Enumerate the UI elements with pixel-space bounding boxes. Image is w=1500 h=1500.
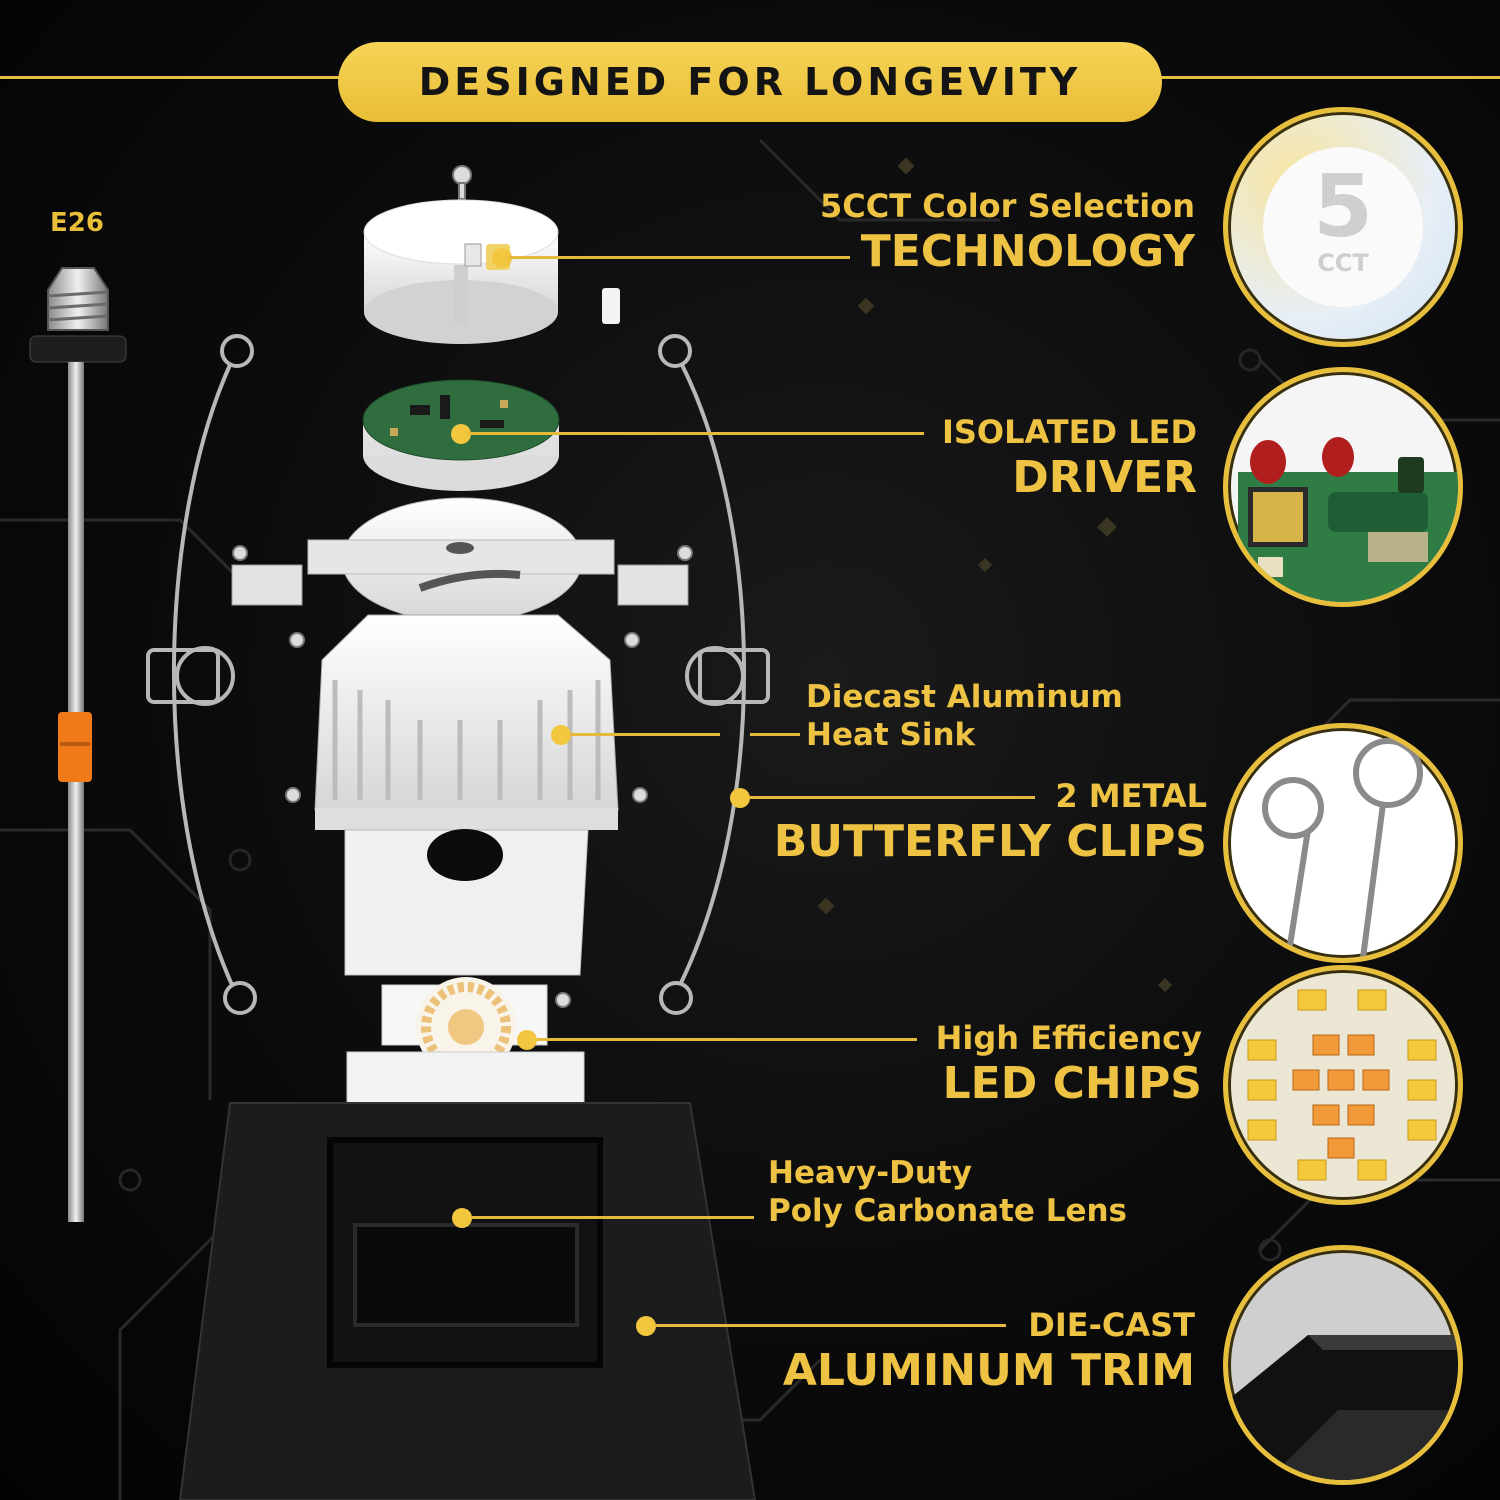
driver-housing: [363, 199, 620, 344]
callout-technology: 5CCT Color Selection TECHNOLOGY: [700, 186, 1195, 278]
mounting-plate: [231, 497, 689, 623]
callout-clips-small: 2 METAL: [1055, 777, 1207, 815]
reflector-housing: [344, 829, 589, 976]
callout-line-heat-sink: [570, 733, 720, 736]
callout-lens-big: Poly Carbonate Lens: [768, 1193, 1128, 1229]
callout-driver-small: ISOLATED LED: [941, 413, 1197, 451]
callout-led-chips-small: High Efficiency: [935, 1019, 1202, 1057]
cct-unit: CCT: [1317, 249, 1369, 277]
led-chips-detail-circle: [1223, 965, 1463, 1205]
callout-led-chips-big: LED CHIPS: [942, 1058, 1202, 1109]
callout-dot-driver: [451, 424, 471, 444]
callout-technology-big: TECHNOLOGY: [860, 226, 1195, 277]
callout-lens: Heavy-Duty Poly Carbonate Lens: [768, 1154, 1168, 1230]
callout-line-lens: [472, 1216, 754, 1219]
heat-sink: [314, 614, 619, 830]
callout-heat-sink-small: Diecast Aluminum: [806, 679, 1123, 715]
callout-line-clips: [750, 796, 1035, 799]
butterfly-clips-illustration: [146, 334, 770, 1015]
callout-technology-small: 5CCT Color Selection: [820, 187, 1195, 225]
callout-dot-lens: [452, 1208, 472, 1228]
led-driver-board-icon: [362, 379, 560, 491]
aluminum-trim: [178, 1102, 757, 1500]
callout-dot-trim: [636, 1316, 656, 1336]
callout-dot-technology: [492, 248, 512, 268]
banner-line-left: [0, 76, 345, 79]
callout-trim-small: DIE-CAST: [1028, 1306, 1195, 1344]
callout-line-driver: [468, 432, 924, 435]
callout-trim: DIE-CAST ALUMINUM TRIM: [700, 1305, 1195, 1397]
led-driver-board-icon: [1238, 437, 1458, 602]
callout-dot-led-chips: [517, 1030, 537, 1050]
callout-driver: ISOLATED LED DRIVER: [800, 412, 1197, 504]
callout-driver-big: DRIVER: [1012, 452, 1197, 503]
butterfly-clip-icon: [1262, 738, 1423, 958]
led-chip-array-icon: [1247, 989, 1437, 1181]
callout-line-trim: [656, 1324, 1006, 1327]
callout-line-heat-sink-2: [750, 733, 800, 736]
callout-lens-small: Heavy-Duty: [768, 1155, 972, 1191]
cct-number: 5: [1313, 157, 1373, 257]
callout-dot-clips: [730, 788, 750, 808]
callout-heat-sink-big: Heat Sink: [806, 717, 976, 753]
socket-label: E26: [50, 208, 104, 238]
callout-trim-big: ALUMINUM TRIM: [782, 1345, 1195, 1396]
driver-detail-circle: [1223, 367, 1463, 607]
callout-clips: 2 METAL BUTTERFLY CLIPS: [740, 776, 1207, 868]
e26-adapter: [29, 267, 127, 1222]
trim-corner-icon: [1228, 1335, 1458, 1480]
banner: DESIGNED FOR LONGEVITY: [338, 42, 1162, 122]
banner-title: DESIGNED FOR LONGEVITY: [418, 60, 1082, 104]
cct-badge-inner: 5 CCT: [1263, 147, 1423, 307]
callout-line-technology: [508, 256, 850, 259]
trim-detail-circle: [1223, 1245, 1463, 1485]
callout-dot-heat-sink: [551, 725, 571, 745]
banner-line-right: [1155, 76, 1500, 79]
clips-detail-circle: [1223, 723, 1463, 963]
callout-line-led-chips: [537, 1038, 917, 1041]
callout-heat-sink: Diecast Aluminum Heat Sink: [806, 678, 1126, 754]
callout-led-chips: High Efficiency LED CHIPS: [800, 1018, 1202, 1110]
callout-clips-big: BUTTERFLY CLIPS: [773, 816, 1207, 867]
cct-badge-circle: 5 CCT: [1223, 107, 1463, 347]
